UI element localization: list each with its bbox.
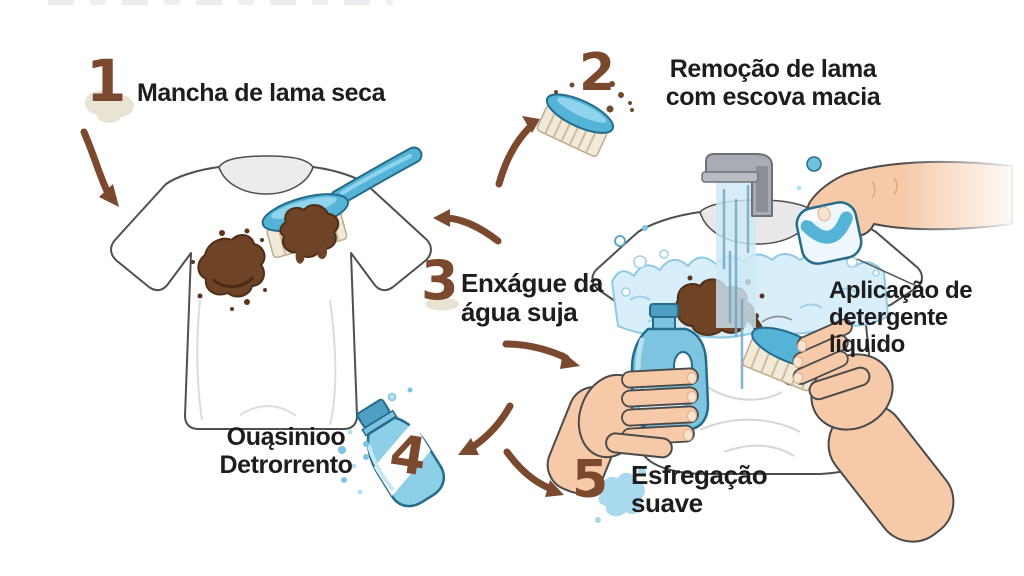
water-droplets bbox=[338, 387, 413, 495]
pod-leader-line bbox=[856, 258, 922, 289]
detergent-note-label: Aplicação de detergente líquido bbox=[829, 277, 973, 358]
step-2-label: Remoção de lama com escova macia bbox=[665, 55, 881, 111]
mud-on-bristles bbox=[279, 204, 340, 264]
brush-on-shirt bbox=[261, 146, 423, 264]
step3-shadow bbox=[425, 297, 459, 311]
arrow-step3-to-scene bbox=[502, 340, 580, 369]
cropped-header-remnant bbox=[48, 0, 393, 5]
arrow-to-step5 bbox=[503, 448, 564, 497]
hand-holding-bottle bbox=[546, 303, 710, 495]
hand-holding-brush bbox=[742, 318, 955, 543]
water-stream bbox=[716, 169, 765, 390]
dust-cloud-icon bbox=[85, 91, 134, 123]
stained-shirt-illustration bbox=[110, 146, 432, 430]
shirt-fold-lines bbox=[196, 299, 337, 426]
scene-bubbles bbox=[614, 225, 648, 247]
soft-brush-icon bbox=[536, 93, 615, 157]
washing-scene bbox=[546, 150, 1024, 543]
step-3-number: 3 bbox=[421, 249, 459, 312]
step-2-number: 2 bbox=[579, 43, 616, 103]
arrow-to-step4 bbox=[458, 402, 514, 455]
dry-mud-stain bbox=[191, 228, 267, 311]
faucet-icon bbox=[701, 153, 773, 217]
step-5-label: Esfregação suave bbox=[631, 460, 768, 518]
step-1-label: Mancha de lama seca bbox=[137, 79, 386, 107]
step-1-number: 1 bbox=[86, 47, 127, 115]
step-5-number: 5 bbox=[572, 450, 609, 510]
mud-specks bbox=[554, 81, 634, 113]
hand-holding-detergent-pod bbox=[795, 150, 1024, 265]
step-4-label: Ouąsinioo Detrorrento bbox=[219, 423, 353, 479]
detergent-pod-icon bbox=[795, 201, 863, 265]
splash-icon bbox=[595, 468, 646, 523]
washed-shirt-folds bbox=[699, 385, 801, 457]
detergent-bottle-icon bbox=[356, 398, 446, 508]
arrow-scene-to-step3 bbox=[433, 209, 502, 245]
arrow-step1-to-shirt bbox=[80, 128, 119, 207]
step-3-label: Enxágue da água suja bbox=[461, 268, 603, 327]
arrow-shirt-to-step2 bbox=[495, 116, 540, 188]
